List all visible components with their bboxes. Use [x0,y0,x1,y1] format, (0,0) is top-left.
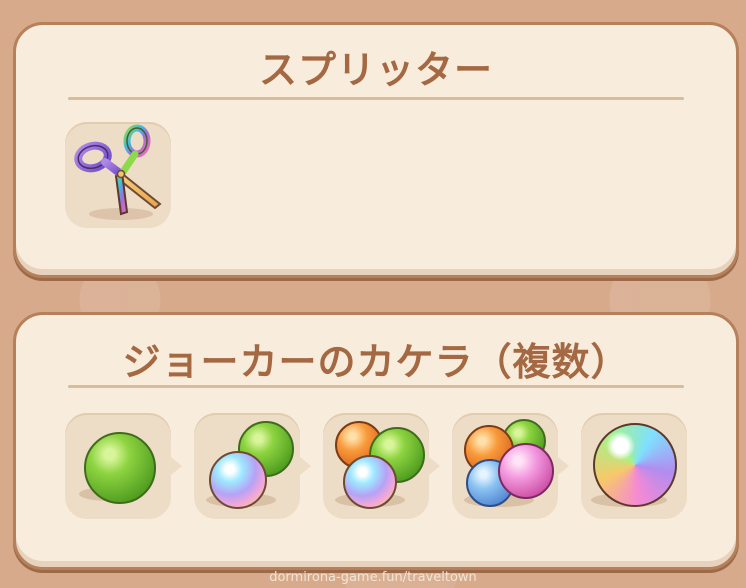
stage-slot-4[interactable] [452,413,558,519]
splitter-item-slot[interactable] [65,122,171,228]
watermark-url: dormirona-game.fun/traveltown [269,570,477,585]
green-orb-icon [84,432,156,504]
progress-arrow [171,457,182,475]
stage-slot-5[interactable] [581,413,687,519]
joker-fragment-panel: ジョーカーのカケラ（複数） [13,312,739,570]
rainbow-orb-icon [343,455,397,509]
stage-slot-2[interactable] [194,413,300,519]
progress-arrow [429,457,440,475]
pink-orb-icon [498,443,554,499]
stage-slot-1[interactable] [65,413,171,519]
rainbow-orb-icon [593,423,677,507]
divider [68,97,684,100]
progress-arrow [558,457,569,475]
panel-title: スプリッター [258,48,493,92]
progress-arrow [300,457,311,475]
rainbow-orb-icon [209,451,267,509]
rainbow-scissors-icon [74,124,162,220]
divider [68,385,684,388]
splitter-panel: スプリッター [13,22,739,278]
stage-slot-3[interactable] [323,413,429,519]
panel-title: ジョーカーのカケラ（複数） [122,340,630,384]
